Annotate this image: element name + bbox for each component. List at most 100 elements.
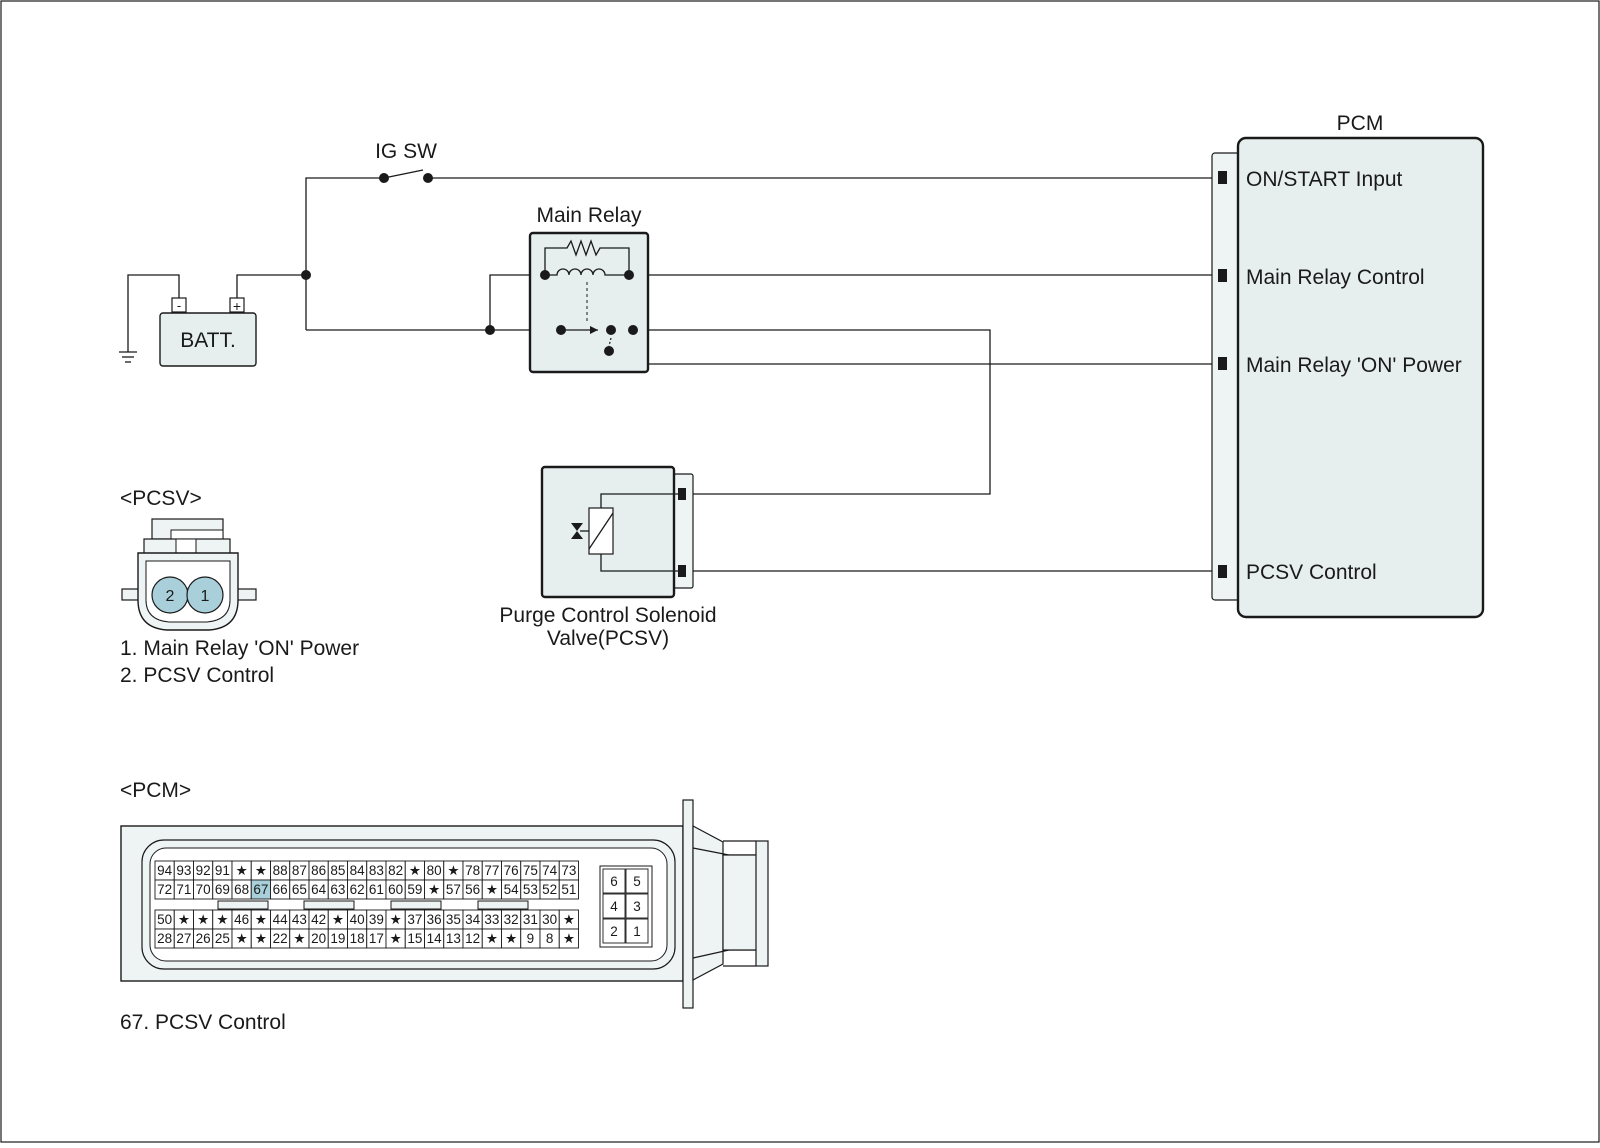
pcm-connector-legend: 67. PCSV Control [120,1011,286,1034]
pcm-pin-number: ★ [390,912,402,927]
pcm-pin-number: 67 [253,882,268,897]
batt-pos-wire [236,274,306,298]
pcm-pin-cell [558,928,579,949]
ig-sw-label: IG SW [375,140,437,163]
pcm-pin-cell [558,879,579,900]
pcm-pin-number: 28 [157,931,172,946]
pcsv-label-line1: Purge Control Solenoid [499,604,716,627]
relay-terminal [624,270,634,280]
pcm-pin-number: 82 [388,863,403,878]
pcsv-solenoid: Purge Control Solenoid Valve(PCSV) [499,465,717,650]
pcm-pin-number: 66 [273,882,288,897]
ig-switch-contact-b [423,173,433,183]
junction-dot [301,270,311,280]
pcm-connector-latch [682,799,769,1009]
pcm-pin-number: 31 [523,912,538,927]
pcm-aux-pin-number: 1 [633,924,641,939]
battery-pos-sign: + [233,298,241,314]
pcm-pin-number: 57 [446,882,461,897]
pcm-pin-number: ★ [236,863,248,878]
pcm-pin-number: 44 [273,912,289,927]
pcm-pin-number: 64 [311,882,327,897]
pcm-pin-number: 22 [273,931,288,946]
pcm-pin-number: 33 [484,912,499,927]
pcm-pin-number: 87 [292,863,307,878]
pcm-aux-pin-number: 2 [610,924,618,939]
pcm-pin-number: ★ [197,912,209,927]
pcm-pin-number: 65 [292,882,307,897]
pcm-pin-number: 42 [311,912,326,927]
pcm-pin-number: 56 [465,882,480,897]
pcm-pin-number: 15 [407,931,422,946]
pcm-pin-number: 91 [215,863,230,878]
ig-switch: IG SW [375,140,437,183]
pcsv-pin-label: 2 [166,588,175,605]
pcm-body [1236,136,1485,619]
pcm-pin-number: 12 [465,931,480,946]
pcm-pin-number: 32 [504,912,519,927]
pcsv-connector-pin-1 [186,576,224,614]
pcm-pin-number: ★ [563,931,575,946]
pcm-connector-key-slot [390,900,442,910]
pcm-pin-number: 83 [369,863,384,878]
pcm-connector-key-slot [477,900,529,910]
pcm-pin-number: 84 [350,863,366,878]
pcm-pin-number: 69 [215,882,230,897]
pcm-pin-number: 37 [407,912,422,927]
relay-resistor [544,239,630,275]
relay-coil-icon [545,268,629,276]
pcm-pin-number: 30 [542,912,557,927]
pcsv-connector-view: <PCSV> 2 1 1. Main Relay 'ON' Power 2. P… [120,487,359,687]
main-relay-label: Main Relay [536,204,642,227]
pcm-pin-number: ★ [236,931,248,946]
pcm-connector-strip [1211,152,1241,601]
pcm-pin-number: 62 [350,882,365,897]
pcm-pin-number: 25 [215,931,230,946]
ground-symbol [119,274,180,363]
relay-nc-linkage [608,337,612,347]
pcm-pin-number: 85 [330,863,345,878]
pcsv-legend-item: 1. Main Relay 'ON' Power [120,637,359,660]
relay-terminal [540,270,550,280]
battery: - + BATT. [159,297,257,367]
pcm-pin-number: 8 [546,931,554,946]
pcm-pin-number: ★ [505,931,517,946]
pcm-pin-number: 74 [542,863,558,878]
pcm-aux-pin-number: 5 [633,874,641,889]
pcm-aux-pin-number: 6 [610,874,618,889]
relay-arrow-icon [590,326,598,334]
pcsv-pin-label: 1 [201,588,210,605]
pcm-pin-number: 39 [369,912,384,927]
pcm-module: PCM ON/START Input Main Relay Control Ma… [1211,112,1485,619]
relay-terminal [604,346,614,356]
pcm-pin-number: 43 [292,912,307,927]
pcm-pin-number: ★ [332,912,344,927]
pcm-pin-number: 14 [427,931,443,946]
relay-coil-feed-wire [489,274,545,330]
pcm-pin-number: 9 [527,931,535,946]
pcm-pin-number: 68 [234,882,249,897]
pcsv-pin [678,488,686,500]
pcm-connector-title: <PCM> [120,779,191,802]
pcm-connector-key-slot [303,900,355,910]
pcm-pin-number: 93 [176,863,191,878]
pcm-pin-number: 76 [504,863,519,878]
pcm-aux-pin-cell [602,893,626,919]
relay-terminal [556,325,566,335]
pcsv-connector-title: <PCSV> [120,487,202,510]
pcm-pin-number: 53 [523,882,538,897]
battery-body [159,312,257,367]
pcm-pin-number: 78 [465,863,480,878]
pcm-pin-number: 60 [388,882,403,897]
relay-to-pcsv-wire [633,329,991,495]
pcm-pin [1218,357,1227,370]
ig-switch-contact-a [379,173,389,183]
pcm-aux-pin-number: 4 [610,899,618,914]
pcsv-legend-item: 2. PCSV Control [120,664,274,687]
pcm-pin-number: 18 [350,931,365,946]
pcm-pin-number: 17 [369,931,384,946]
pcsv-pin [678,565,686,577]
